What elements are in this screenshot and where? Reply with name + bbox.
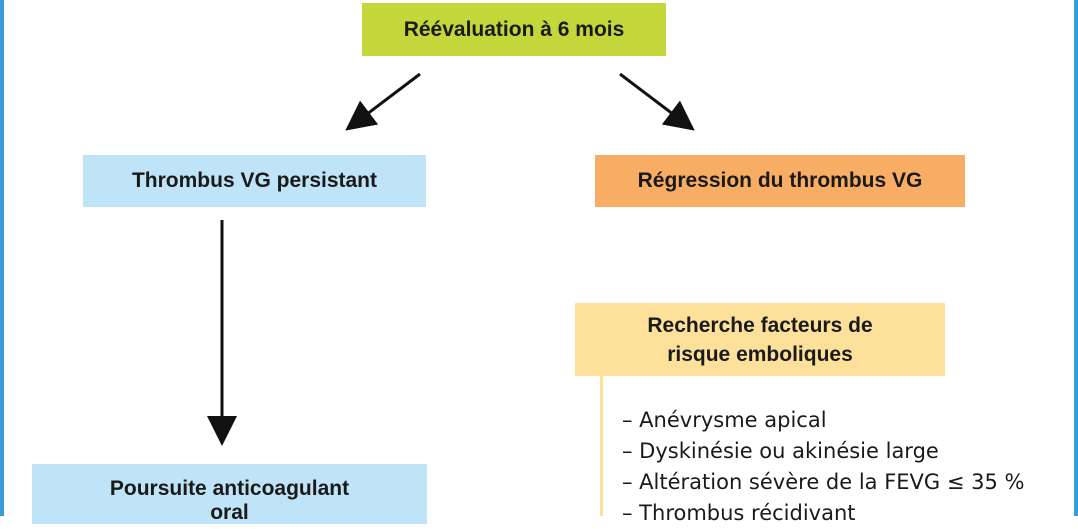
risk-list-bar	[600, 376, 603, 516]
risk-factor-item: – Dyskinésie ou akinésie large	[622, 439, 939, 463]
node-regression-label: Régression du thrombus VG	[637, 169, 923, 192]
node-thrombus-persistant-label: Thrombus VG persistant	[131, 169, 378, 192]
node-reevaluation-label: Réévaluation à 6 mois	[403, 17, 625, 41]
diagram-frame	[0, 0, 1078, 516]
risk-factor-item: – Thrombus récidivant	[622, 501, 856, 525]
node-recherche-line2: risque emboliques	[667, 342, 853, 366]
node-regression: Régression du thrombus VG	[595, 155, 965, 207]
arrow-to-persistant	[345, 72, 421, 131]
risk-factor-item: – Anévrysme apical	[622, 408, 827, 432]
risk-factor-list: – Anévrysme apical – Dyskinésie ou akiné…	[622, 405, 1025, 529]
connector-arrows	[207, 72, 695, 446]
arrow-to-regression	[619, 72, 695, 131]
risk-factor-item: – Altération sévère de la FEVG ≤ 35 %	[622, 470, 1025, 494]
node-thrombus-persistant: Thrombus VG persistant	[83, 155, 426, 207]
node-poursuite-anticoagulant: Poursuite anticoagulant oral	[32, 464, 427, 524]
node-recherche-line1: Recherche facteurs de	[647, 313, 873, 337]
node-poursuite-line1: Poursuite anticoagulant	[109, 477, 350, 500]
node-poursuite-line2: oral	[210, 501, 249, 524]
node-recherche-facteurs: Recherche facteurs de risque emboliques	[575, 303, 945, 376]
node-reevaluation: Réévaluation à 6 mois	[362, 3, 666, 56]
